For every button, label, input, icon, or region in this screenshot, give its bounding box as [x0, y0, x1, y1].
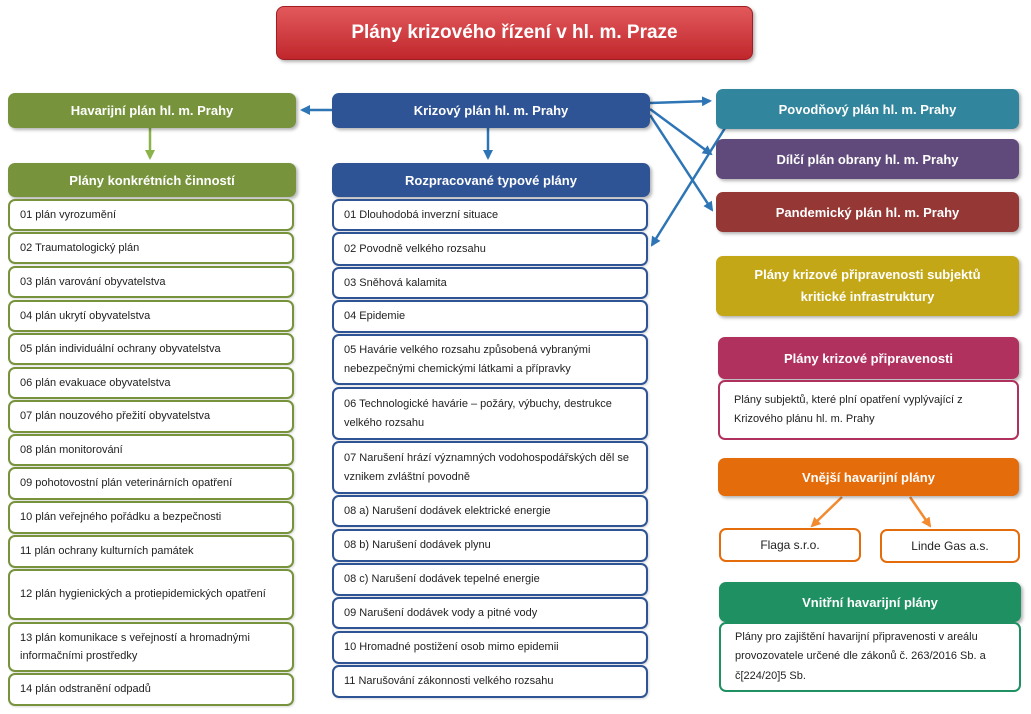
- list-item: 09 Narušení dodávek vody a pitné vody: [332, 597, 648, 629]
- list-item: 08 c) Narušení dodávek tepelné energie: [332, 563, 648, 596]
- povodnovy-plan-box: Povodňový plán hl. m. Prahy: [716, 89, 1019, 129]
- page-title: Plány krizového řízení v hl. m. Praze: [276, 6, 753, 60]
- havarijni-plan-header: Havarijní plán hl. m. Prahy: [8, 93, 296, 128]
- list-item: 08 plán monitorování: [8, 434, 294, 466]
- linde-gas-box: Linde Gas a.s.: [880, 529, 1020, 563]
- flaga-box: Flaga s.r.o.: [719, 528, 861, 562]
- list-item: 10 Hromadné postižení osob mimo epidemii: [332, 631, 648, 664]
- kriticka-infrastruktura-box: Plány krizové připravenosti subjektů kri…: [716, 256, 1019, 316]
- list-item: 04 plán ukrytí obyvatelstva: [8, 300, 294, 332]
- list-item: 11 Narušování zákonnosti velkého rozsahu: [332, 665, 648, 698]
- list-item: 03 plán varování obyvatelstva: [8, 266, 294, 298]
- typove-plany-header: Rozpracované typové plány: [332, 163, 650, 197]
- vnitrni-plany-text: Plány pro zajištění havarijní připraveno…: [719, 622, 1021, 692]
- list-item: 06 Technologické havárie – požáry, výbuc…: [332, 387, 648, 440]
- list-item: 08 a) Narušení dodávek elektrické energi…: [332, 495, 648, 527]
- list-item: 12 plán hygienických a protiepidemických…: [8, 569, 294, 620]
- list-item: 04 Epidemie: [332, 300, 648, 333]
- list-item: 09 pohotovostní plán veterinárních opatř…: [8, 467, 294, 500]
- list-item: 05 plán individuální ochrany obyvatelstv…: [8, 333, 294, 365]
- pandemicky-plan-box: Pandemický plán hl. m. Prahy: [716, 192, 1019, 232]
- krizovy-plan-header: Krizový plán hl. m. Prahy: [332, 93, 650, 128]
- vnejsi-plany-header: Vnější havarijní plány: [718, 458, 1019, 496]
- list-item: 01 Dlouhodobá inverzní situace: [332, 199, 648, 231]
- list-item: 03 Sněhová kalamita: [332, 267, 648, 299]
- plany-cinnosti-header: Plány konkrétních činností: [8, 163, 296, 197]
- list-item: 13 plán komunikace s veřejností a hromad…: [8, 622, 294, 672]
- list-item: 02 Povodně velkého rozsahu: [332, 232, 648, 266]
- list-item: 06 plán evakuace obyvatelstva: [8, 367, 294, 399]
- list-item: 02 Traumatologický plán: [8, 232, 294, 264]
- list-item: 08 b) Narušení dodávek plynu: [332, 529, 648, 562]
- list-item: 11 plán ochrany kulturních památek: [8, 535, 294, 568]
- list-item: 01 plán vyrozumění: [8, 199, 294, 231]
- list-item: 07 plán nouzového přežití obyvatelstva: [8, 400, 294, 433]
- list-item: 14 plán odstranění odpadů: [8, 673, 294, 706]
- list-item: 05 Havárie velkého rozsahu způsobená vyb…: [332, 334, 648, 385]
- vnitrni-plany-header: Vnitřní havarijní plány: [719, 582, 1021, 622]
- plan-obrany-box: Dílčí plán obrany hl. m. Prahy: [716, 139, 1019, 179]
- list-item: 07 Narušení hrází významných vodohospodá…: [332, 441, 648, 494]
- list-item: 10 plán veřejného pořádku a bezpečnosti: [8, 501, 294, 534]
- krizova-pripravenost-header: Plány krizové připravenosti: [718, 337, 1019, 379]
- krizova-pripravenost-text: Plány subjektů, které plní opatření vypl…: [718, 380, 1019, 440]
